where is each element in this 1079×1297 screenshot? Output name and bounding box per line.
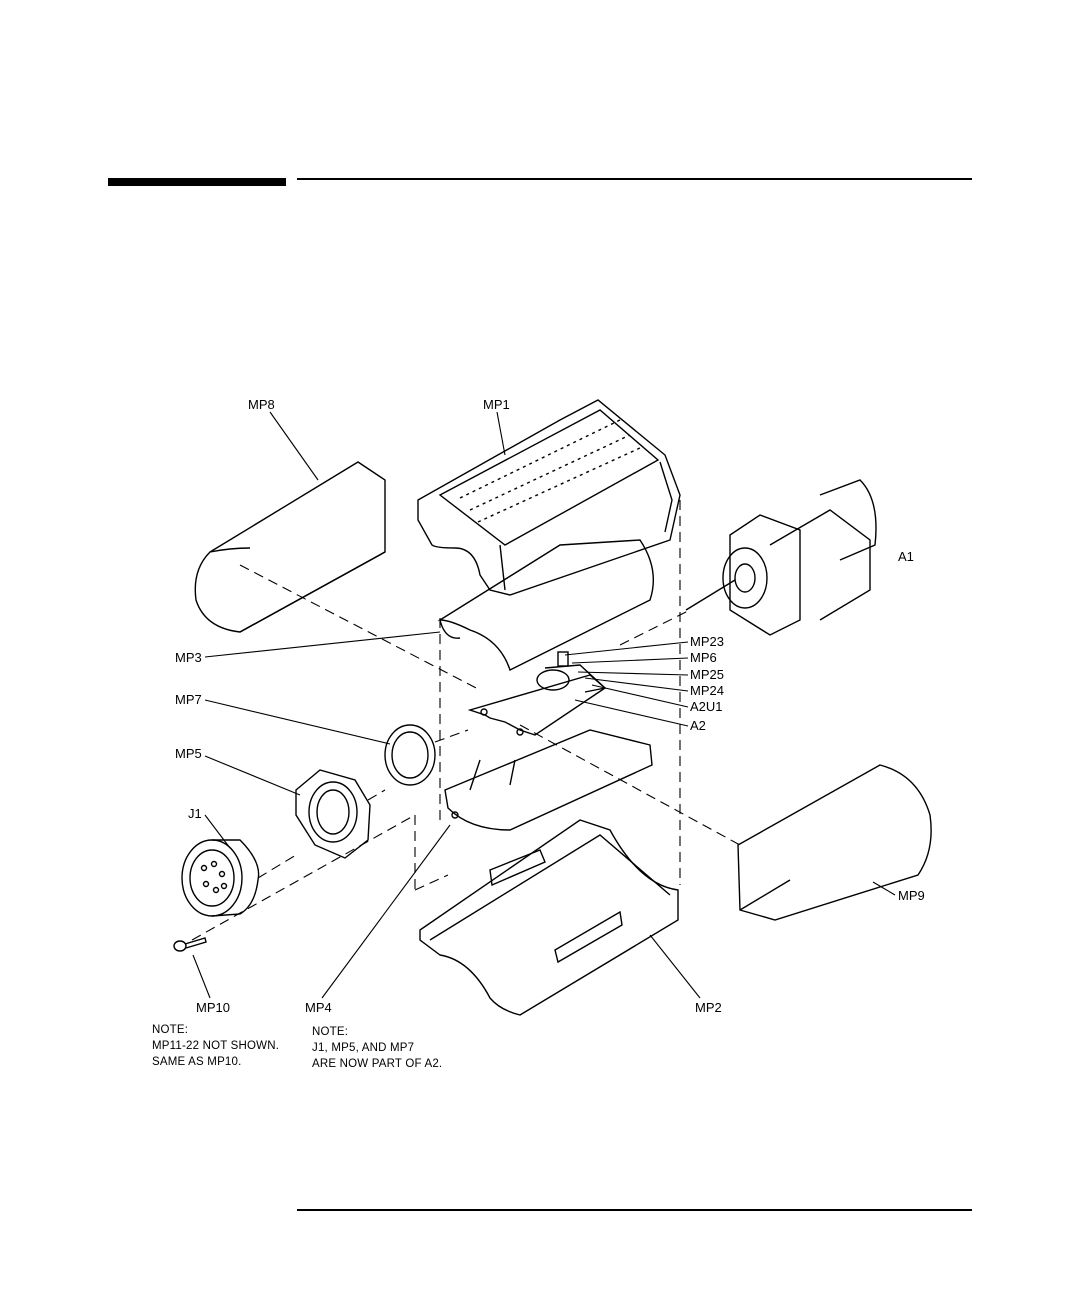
- note-left-line1: MP11-22 NOT SHOWN.: [152, 1038, 279, 1054]
- label-mp10: MP10: [196, 1000, 230, 1015]
- leader-lines: [193, 412, 895, 998]
- note-right-line2: ARE NOW PART OF A2.: [312, 1056, 442, 1072]
- label-mp25: MP25: [690, 667, 724, 682]
- label-mp7: MP7: [175, 692, 202, 707]
- mp7-ring: [385, 725, 435, 785]
- label-mp1: MP1: [483, 397, 510, 412]
- alignment-lines: [192, 500, 740, 940]
- label-mp2: MP2: [695, 1000, 722, 1015]
- label-a2u1: A2U1: [690, 699, 723, 714]
- label-mp23: MP23: [690, 634, 724, 649]
- label-mp8: MP8: [248, 397, 275, 412]
- note-right: NOTE: J1, MP5, AND MP7 ARE NOW PART OF A…: [312, 1024, 442, 1072]
- mp3-inner-half: [440, 540, 653, 670]
- label-a1: A1: [898, 549, 914, 564]
- label-j1: J1: [188, 806, 202, 821]
- note-right-line1: J1, MP5, AND MP7: [312, 1040, 442, 1056]
- note-right-title: NOTE:: [312, 1024, 442, 1040]
- note-left-title: NOTE:: [152, 1022, 279, 1038]
- label-mp9: MP9: [898, 888, 925, 903]
- note-left: NOTE: MP11-22 NOT SHOWN. SAME AS MP10.: [152, 1022, 279, 1070]
- label-a2: A2: [690, 718, 706, 733]
- mp10-screw: [174, 938, 206, 951]
- footer-rule: [297, 1209, 972, 1211]
- mp5-flange: [296, 770, 370, 858]
- label-mp24: MP24: [690, 683, 724, 698]
- j1-connector: [182, 840, 259, 916]
- label-mp3: MP3: [175, 650, 202, 665]
- mp8-shield-sheet: [195, 462, 385, 632]
- mp1-top-cover: [418, 400, 680, 595]
- label-mp4: MP4: [305, 1000, 332, 1015]
- a1-connector: [686, 480, 876, 635]
- label-mp5: MP5: [175, 746, 202, 761]
- mp2-bottom-case: [420, 820, 678, 1015]
- note-left-line2: SAME AS MP10.: [152, 1054, 279, 1070]
- label-mp6: MP6: [690, 650, 717, 665]
